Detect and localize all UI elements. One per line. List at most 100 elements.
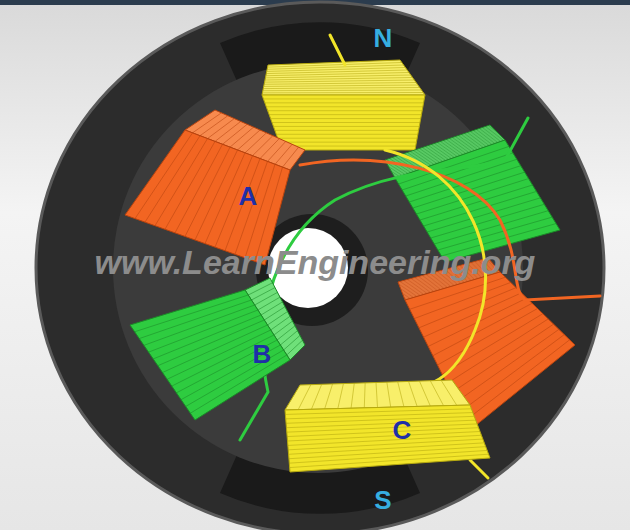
coil-winding: [325, 384, 333, 409]
coil-winding: [364, 383, 366, 408]
coil-winding: [200, 116, 228, 136]
coil-shape: [125, 110, 305, 265]
coil-winding: [245, 133, 266, 153]
coil-winding: [424, 293, 522, 337]
coil-winding: [402, 153, 513, 190]
pole-label: N: [374, 25, 393, 51]
coil-shape: [285, 380, 490, 472]
coil-winding: [271, 118, 421, 119]
coil-winding: [165, 141, 215, 229]
coil-winding: [235, 161, 268, 254]
coil-winding: [275, 130, 419, 131]
coil-label: C: [393, 417, 412, 443]
coil-winding: [155, 139, 208, 226]
coil-winding: [438, 309, 538, 366]
coil-winding: [286, 416, 474, 423]
coil-winding: [265, 80, 415, 82]
coil-winding: [376, 383, 378, 408]
coil-winding: [311, 384, 321, 409]
coil-winding: [260, 139, 279, 159]
coil-winding: [431, 204, 545, 238]
coil-winding: [447, 319, 548, 384]
coil: B: [130, 278, 305, 420]
coil-winding: [275, 144, 292, 164]
coil-winding: [461, 335, 565, 412]
coil-winding: [195, 150, 238, 240]
coil-winding: [298, 385, 311, 410]
coil-winding: [262, 92, 423, 93]
coil: C: [285, 380, 490, 472]
coil-winding: [419, 288, 516, 328]
coil-winding: [286, 420, 475, 428]
coil-label: B: [253, 341, 272, 367]
coil-winding: [277, 326, 295, 340]
coil-winding: [185, 147, 230, 236]
coil-winding: [279, 142, 416, 143]
coil-winding: [238, 130, 261, 150]
coil-winding: [251, 288, 275, 300]
coil-winding: [280, 331, 297, 345]
coil-group: [125, 110, 305, 265]
pole-label: S: [374, 487, 391, 513]
coil-winding: [287, 340, 303, 355]
coil-winding: [266, 106, 423, 107]
coil-winding: [176, 340, 277, 393]
coil-winding: [451, 324, 553, 393]
coil-winding: [208, 119, 235, 139]
coil-winding: [427, 198, 540, 232]
coil-winding: [434, 211, 548, 244]
coil-winding: [265, 78, 413, 81]
coil-winding: [268, 63, 402, 68]
coil-winding: [419, 381, 430, 406]
wire: [300, 160, 600, 300]
coil-winding: [264, 85, 418, 86]
coil-winding: [387, 382, 391, 407]
coil-winding: [261, 302, 282, 315]
coil-face: [395, 140, 560, 262]
coil-winding: [263, 88, 419, 89]
coil-group: [285, 380, 490, 472]
coil-winding: [430, 381, 443, 406]
watermark: www.LearnEngineering.org: [95, 245, 536, 279]
coil-winding: [248, 283, 272, 295]
coil-winding: [255, 292, 278, 305]
coil-face: [285, 405, 490, 472]
coil-winding: [465, 340, 569, 421]
coil: A: [125, 110, 305, 265]
coil-winding: [264, 307, 285, 320]
coil-winding: [267, 65, 403, 69]
coil-winding: [288, 432, 481, 442]
coil-winding: [167, 330, 271, 379]
coil-label: A: [239, 183, 258, 209]
coil-winding: [253, 136, 273, 156]
stator-housing: [36, 2, 604, 530]
coil-winding: [272, 122, 420, 123]
coil-winding: [399, 146, 509, 184]
coil-winding: [268, 110, 422, 111]
coil-winding: [144, 305, 255, 345]
coil-winding: [258, 297, 280, 310]
coil-winding: [287, 428, 478, 437]
coil-winding: [145, 136, 200, 222]
coil-winding: [420, 185, 533, 220]
coil-winding: [268, 141, 286, 161]
coil-winding: [265, 102, 424, 103]
coil-winding: [271, 316, 290, 330]
coil-winding: [190, 355, 286, 413]
wire: [330, 35, 345, 65]
coil-winding: [215, 121, 241, 141]
coil-winding: [268, 312, 288, 326]
coil-winding: [409, 381, 418, 406]
coil-winding: [338, 384, 344, 409]
coil-winding: [398, 382, 404, 407]
coil-winding: [416, 179, 528, 214]
coil-winding: [351, 383, 354, 408]
coil-face: [130, 290, 290, 420]
coil-winding: [290, 454, 489, 467]
coil-winding: [269, 114, 421, 115]
coil-winding: [263, 90, 422, 92]
coil-winding: [264, 83, 416, 85]
coil-winding: [274, 321, 293, 335]
coil-winding: [276, 134, 418, 135]
coil-winding: [230, 127, 254, 147]
